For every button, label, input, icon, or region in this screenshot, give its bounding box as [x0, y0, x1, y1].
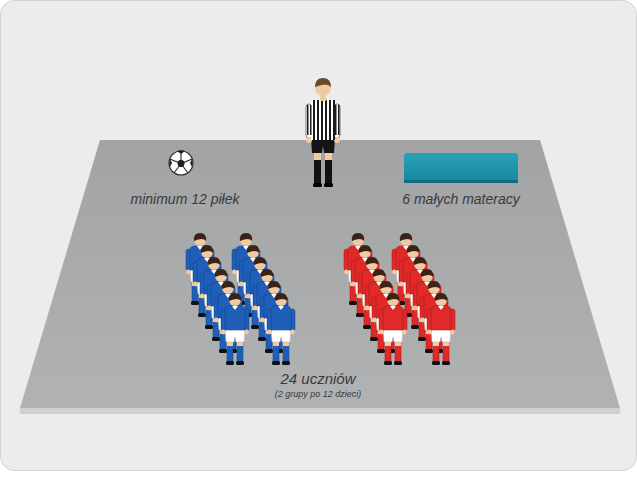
ball-icon: [169, 150, 193, 175]
gym-mat: [404, 153, 518, 183]
group-note: (2 grupy po 12 dzieci): [275, 389, 362, 399]
student-figure: [221, 293, 249, 365]
panel: [1, 1, 637, 471]
referee-figure: [306, 78, 340, 187]
floor-edge: [20, 408, 620, 414]
equipment-note: minimum 12 piłek: [131, 191, 240, 207]
student-figure: [267, 293, 295, 365]
group-count: 24 uczniów: [280, 370, 355, 387]
equipment-note: 6 małych materacy: [402, 191, 519, 207]
student-figure: [379, 293, 407, 365]
students-figures: [186, 233, 455, 365]
gym-floor: [20, 140, 620, 408]
student-figure: [427, 293, 455, 365]
